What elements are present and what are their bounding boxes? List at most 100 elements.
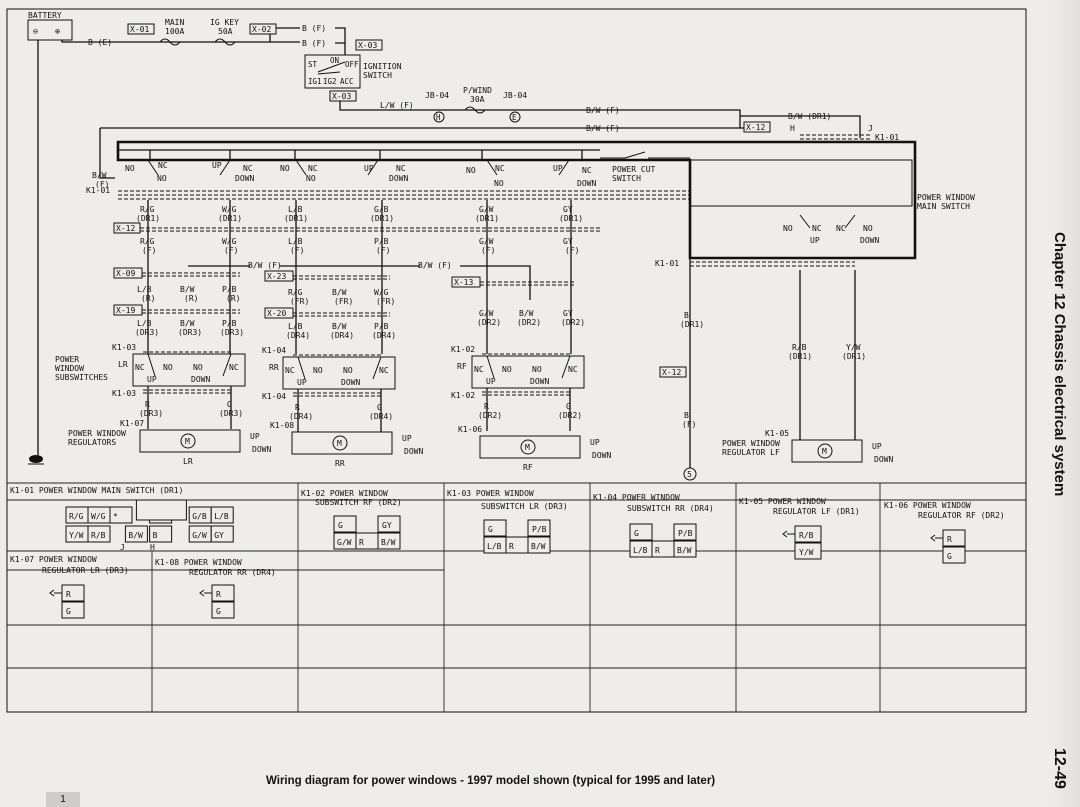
direction-up-label: UP [872, 442, 882, 451]
pin-cell [210, 506, 234, 524]
pin-label: R [509, 542, 514, 551]
wire-color-label: P/B [374, 322, 389, 331]
wire-location-label: (DR3) [178, 328, 202, 337]
wire-color-label: R [484, 402, 489, 411]
connector-x12-low: X-12 [659, 366, 687, 378]
lf-b-f-loc: (F) [682, 420, 696, 429]
ignition-switch-label-2: SWITCH [363, 71, 392, 80]
pin-cell [942, 546, 966, 564]
switch-contact-label: NO [532, 365, 542, 374]
lf-regulator-label-1: POWER WINDOW [722, 439, 780, 448]
x-connector-label: X-19 [116, 306, 135, 315]
switch-contact-label: UP [364, 164, 374, 173]
pin-label: B/W [677, 546, 692, 555]
switch-contact [486, 159, 570, 176]
x-connector-label: X-09 [116, 269, 135, 278]
latch-arrow-icon [782, 530, 795, 538]
switch-contact-label: DOWN [191, 375, 210, 384]
switch-contact-label: DOWN [389, 174, 408, 183]
pin-label: * [113, 512, 118, 521]
subswitch-bus [143, 351, 233, 394]
svg-text:X-03: X-03 [358, 41, 377, 50]
ignition-switch-label-1: IGNITION [363, 62, 402, 71]
wire-location-label: (DR3) [219, 409, 243, 418]
wire-color-label: B/W [332, 288, 347, 297]
wire-color-label: GY [563, 309, 573, 318]
pin-j-label: J [120, 543, 125, 552]
switch-contact-label: NC [243, 164, 253, 173]
wire-color-label: W/G [222, 237, 237, 246]
wire-color-label: R/G [140, 237, 155, 246]
subswitch-connector: K1-04 [262, 346, 286, 355]
regulator-connector: K1-05 [765, 429, 789, 438]
lf-yw-loc: (DR1) [842, 352, 866, 361]
lf-b-f: B [684, 411, 689, 420]
battery: BATTERY ⊖ ⊕ [27, 11, 73, 41]
switch-contact-label: NC [379, 366, 389, 375]
wire-location-label: (DR2) [517, 318, 541, 327]
wire-location-label: (FR) [376, 297, 395, 306]
legend-k1-02-title-2: SUBSWITCH RF (DR2) [315, 498, 402, 507]
wire-color-label: B/W [332, 322, 347, 331]
switch-contact-label: NO [157, 174, 167, 183]
wire-color-label: P/B [222, 319, 237, 328]
pin-label: R/G [69, 512, 84, 521]
fuse-igkey-rating: 50A [218, 27, 233, 36]
pin-label: G [488, 525, 493, 534]
x-connector-bus [142, 272, 575, 317]
wire-bw-f-a: B/W (F) [248, 261, 282, 270]
wire-color-label: G [377, 403, 382, 412]
wire-location-label: (R) [226, 294, 240, 303]
lf-rb-loc: (DR1) [788, 352, 812, 361]
pin-cell [124, 525, 148, 543]
pin-cell [109, 506, 133, 524]
svg-text:⊕: ⊕ [55, 27, 60, 37]
pin-cell [87, 525, 111, 543]
legend-k1-01-title: K1-01 POWER WINDOW MAIN SWITCH (DR1) [10, 486, 183, 495]
svg-text:IG1: IG1 [308, 77, 322, 86]
switch-contact-label: NC [495, 164, 505, 173]
feed-to-ign [335, 27, 346, 56]
main-switch-inner-box [689, 159, 913, 207]
junction-e-label: E [512, 113, 517, 122]
connector-x12-mid: X-12 [113, 222, 141, 234]
main-drop-wires [147, 200, 856, 440]
fuse-main [159, 38, 181, 46]
wire-location-label: (F) [142, 246, 156, 255]
dr1-feed [790, 115, 861, 138]
pin-label: R [947, 535, 952, 544]
legend-k1-03-title-1: K1-03 POWER WINDOW [447, 489, 534, 498]
junction-h [433, 111, 445, 123]
svg-text:X-12: X-12 [746, 123, 765, 132]
wire-location-label: (DR2) [558, 411, 582, 420]
direction-up-label: UP [402, 434, 412, 443]
legend-k1-06-title-1: K1-06 POWER WINDOW [884, 501, 971, 510]
bw-branch [188, 265, 531, 300]
pin-label: L/B [633, 546, 648, 555]
pin-label: GY [382, 521, 392, 530]
switch-contact-label: NO [343, 366, 353, 375]
wire-location-label: (DR3) [135, 328, 159, 337]
pin-label: R/B [799, 531, 814, 540]
pin-h: H [790, 124, 795, 133]
wire-bw-f-left-1: B/W [92, 171, 107, 180]
switch-contact-label: UP [810, 236, 820, 245]
main-switch-label-2: MAIN SWITCH [917, 202, 970, 211]
pin-label: P/B [532, 525, 547, 534]
k1-01-bus-right [690, 261, 855, 267]
motor-label: M [337, 439, 342, 448]
pin-label: R [66, 590, 71, 599]
latch-arrow-icon [199, 589, 212, 597]
wire-color-label: W/G [222, 205, 237, 214]
legend-k1-07-title-2: REGULATOR LR (DR3) [42, 566, 129, 575]
switch-contact [799, 214, 856, 229]
wire-color-label: L/B [288, 237, 303, 246]
switch-contact-label: NO [306, 174, 316, 183]
pin-label: B/W [128, 531, 143, 540]
switch-contact-label: NC [568, 365, 578, 374]
pin-cell [377, 515, 401, 533]
branch-labels: L/B(R)L/B(DR3)B/W(R)B/W(DR3)P/B(R)P/B(DR… [135, 285, 585, 340]
wire-lw-f: L/W (F) [380, 101, 414, 110]
